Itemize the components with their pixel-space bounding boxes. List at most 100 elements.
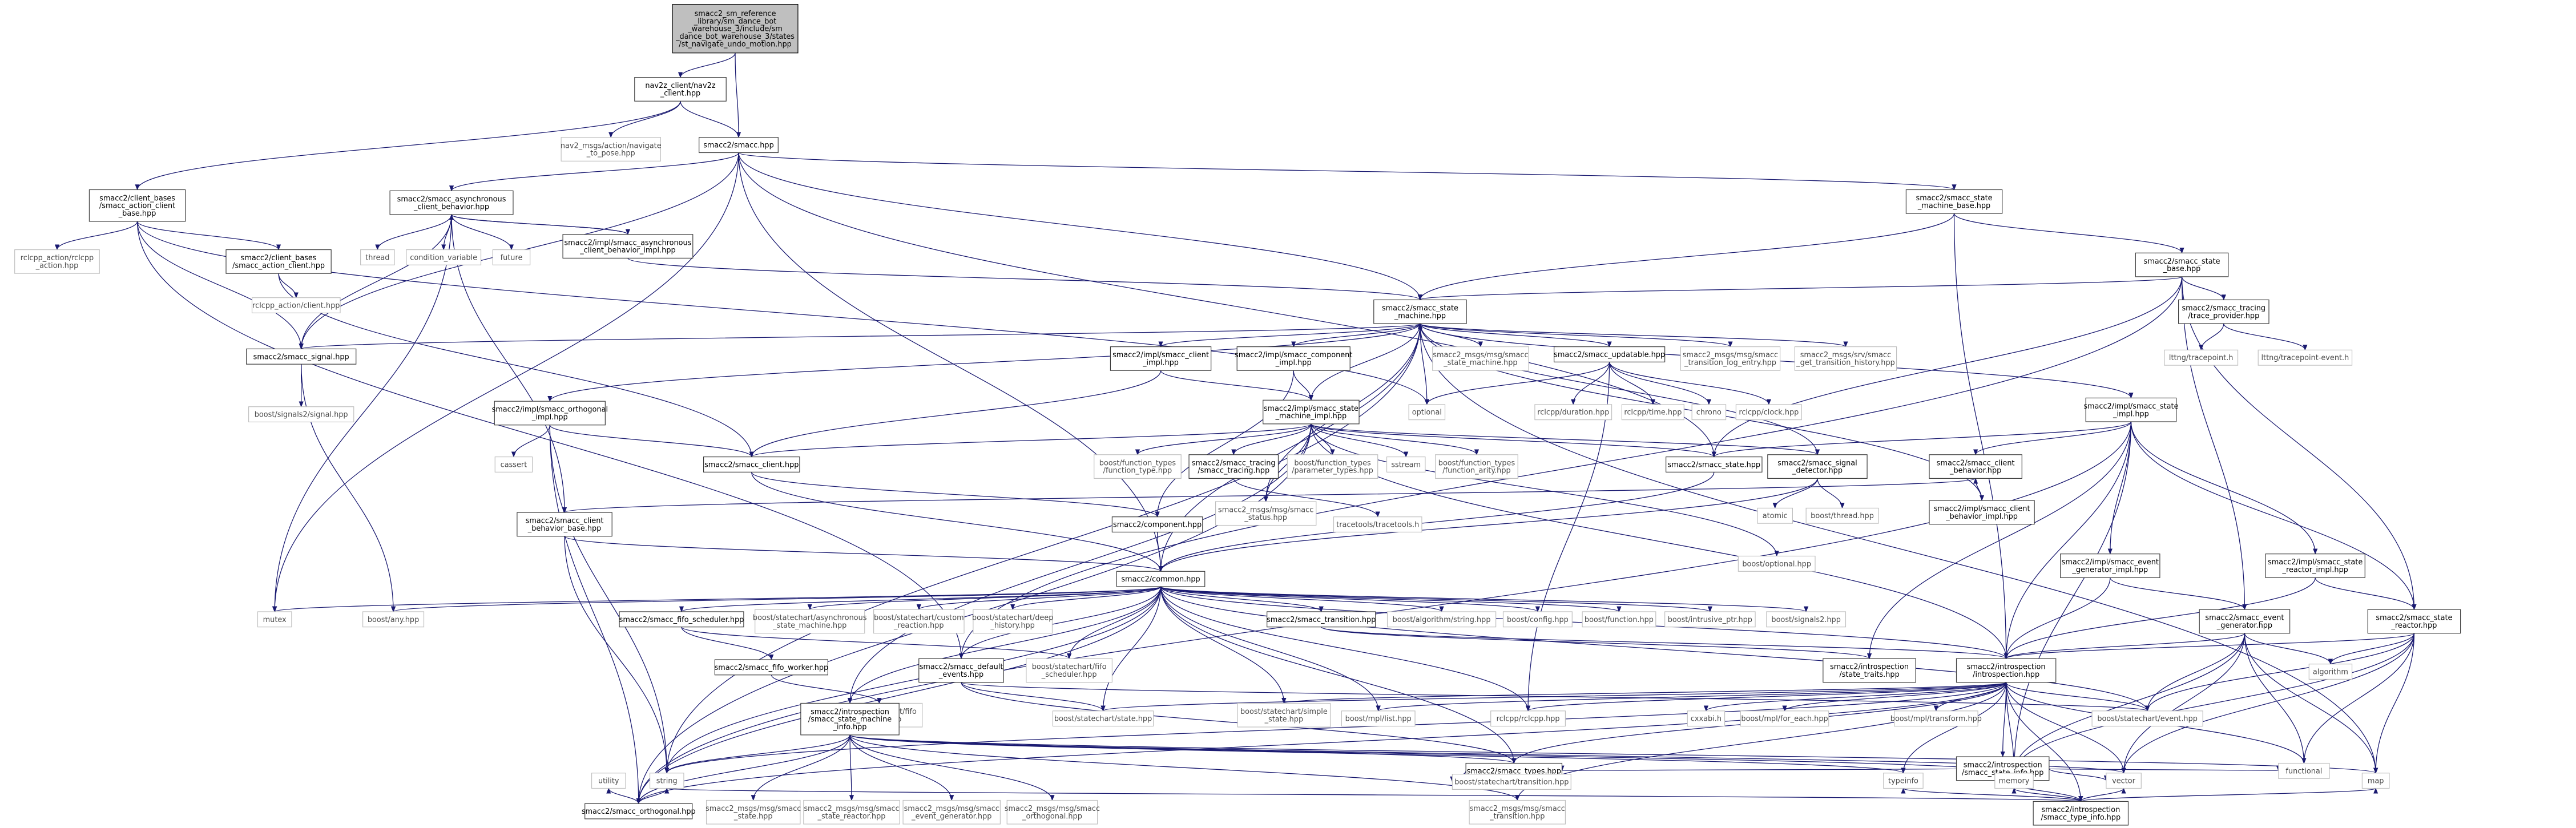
node-signal[interactable]: smacc2/smacc_signal.hpp (246, 348, 357, 365)
node-client-behavior[interactable]: smacc2/smacc_client_behavior.hpp (1929, 454, 2022, 479)
node-vector[interactable]: vector (2106, 773, 2142, 789)
node-introspection[interactable]: smacc2/introspection/introspection.hpp (1956, 658, 2057, 683)
node-updatable[interactable]: smacc2/smacc_updatable.hpp (1554, 346, 1666, 362)
node-sstream[interactable]: sstream (1386, 457, 1426, 472)
node-string[interactable]: string (649, 773, 684, 789)
node-boost-optional[interactable]: boost/optional.hpp (1738, 555, 1816, 572)
node-rclcpp[interactable]: rclcpp/rclcpp.hpp (1490, 710, 1566, 727)
node-async-cb-impl[interactable]: smacc2/impl/smacc_asynchronous_client_be… (562, 234, 694, 259)
node-msg-transition[interactable]: smacc2_msgs/msg/smacc_transition.hpp (1469, 799, 1566, 825)
node-signals2[interactable]: boost/signals2.hpp (1766, 611, 1847, 628)
node-async-cb[interactable]: smacc2/smacc_asynchronous_client_behavio… (389, 190, 514, 215)
node-component-hpp[interactable]: smacc2/component.hpp (1111, 516, 1203, 533)
node-orthogonal-impl[interactable]: smacc2/impl/smacc_orthogonal_impl.hpp (492, 401, 608, 426)
node-component-impl[interactable]: smacc2/impl/smacc_component_impl.hpp (1235, 346, 1352, 371)
node-intro-sm-info[interactable]: smacc2/introspection/smacc_state_machine… (800, 702, 900, 736)
node-nav2-client[interactable]: nav2z_client/nav2z_client.hpp (634, 77, 727, 102)
node-utility[interactable]: utility (591, 773, 626, 789)
node-signal-detector[interactable]: smacc2/smacc_signal_detector.hpp (1767, 454, 1868, 479)
node-thread[interactable]: thread (360, 249, 395, 265)
node-boost-any[interactable]: boost/any.hpp (362, 611, 425, 628)
node-msg-state[interactable]: smacc2_msgs/msg/smacc_state.hpp (706, 799, 801, 825)
node-optional[interactable]: optional (1408, 404, 1446, 421)
node-boost-function[interactable]: boost/function.hpp (1582, 611, 1656, 628)
node-transition-hpp[interactable]: smacc2/smacc_transition.hpp (1267, 611, 1376, 628)
node-msg-orthogonal[interactable]: smacc2_msgs/msg/smacc_orthogonal.hpp (1005, 799, 1100, 825)
node-algorithm[interactable]: algorithm (2308, 664, 2353, 680)
node-state-reactor[interactable]: smacc2/smacc_state_reactor.hpp (2367, 609, 2461, 634)
node-client-impl[interactable]: smacc2/impl/smacc_client_impl.hpp (1110, 346, 1212, 371)
node-mpl-list[interactable]: boost/mpl/list.hpp (1341, 710, 1416, 727)
node-state-machine[interactable]: smacc2/smacc_state_machine.hpp (1373, 299, 1467, 324)
node-sc-deep[interactable]: boost/statechart/deep_history.hpp (972, 609, 1053, 634)
node-boost-thread[interactable]: boost/thread.hpp (1805, 507, 1879, 524)
node-rclcpp-clock[interactable]: rclcpp/clock.hpp (1735, 404, 1802, 421)
node-msg-tle[interactable]: smacc2_msgs/msg/smacc_transition_log_ent… (1680, 346, 1781, 371)
node-condition-variable[interactable]: condition_variable (406, 249, 482, 265)
node-memory[interactable]: memory (1994, 773, 2034, 789)
node-rclcpp-action[interactable]: rclcpp_action/rclcpp_action.hpp (14, 249, 100, 274)
node-state-base[interactable]: smacc2/smacc_state_base.hpp (2135, 252, 2229, 277)
node-sc-event[interactable]: boost/statechart/event.hpp (2091, 710, 2203, 727)
node-typeinfo[interactable]: typeinfo (1883, 773, 1924, 789)
node-fifo-scheduler-hpp[interactable]: smacc2/smacc_fifo_scheduler.hpp (619, 611, 744, 628)
node-sc-fifo-sched[interactable]: boost/statechart/fifo_scheduler.hpp (1026, 658, 1112, 683)
node-functional[interactable]: functional (2278, 762, 2330, 779)
node-algo-string[interactable]: boost/algorithm/string.hpp (1386, 611, 1497, 628)
node-fn-arity[interactable]: boost/function_types/function_arity.hpp (1435, 454, 1518, 479)
node-boost-config[interactable]: boost/config.hpp (1502, 611, 1573, 628)
node-ev-gen-impl[interactable]: smacc2/impl/smacc_event_generator_impl.h… (2060, 554, 2160, 578)
node-msg-event-gen[interactable]: smacc2_msgs/msg/smacc_event_generator.hp… (902, 799, 1001, 825)
node-state-impl[interactable]: smacc2/impl/smacc_state_impl.hpp (2083, 397, 2179, 422)
node-boost-signals2-signal[interactable]: boost/signals2/signal.hpp (248, 406, 354, 423)
node-msg-status[interactable]: smacc2_msgs/msg/smacc_status.hpp (1215, 501, 1317, 526)
node-intro-state-traits[interactable]: smacc2/introspection/state_traits.hpp (1823, 658, 1916, 683)
node-tracing-tp[interactable]: smacc2/smacc_tracing/trace_provider.hpp (2178, 299, 2269, 324)
node-tracing-hpp[interactable]: smacc2/smacc_tracing/smacc_tracing.hpp (1188, 454, 1279, 479)
node-event-generator[interactable]: smacc2/smacc_event_generator.hpp (2199, 609, 2291, 634)
node-fn-param[interactable]: boost/function_types/parameter_types.hpp (1287, 454, 1378, 479)
node-rclcpp-action-client[interactable]: rclcpp_action/client.hpp (251, 297, 341, 313)
node-lttng-tpe[interactable]: lttng/tracepoint-event.h (2257, 349, 2353, 366)
node-tracetools[interactable]: tracetools/tracetools.h (1333, 516, 1422, 533)
node-cxxabi[interactable]: cxxabi.h (1687, 710, 1726, 727)
node-future[interactable]: future (492, 249, 531, 265)
node-fn-type[interactable]: boost/function_types/function_type.hpp (1094, 454, 1182, 479)
node-mpl-transform[interactable]: boost/mpl/transform.hpp (1890, 710, 1982, 727)
node-msg-state-reactor[interactable]: smacc2_msgs/msg/smacc_state_reactor.hpp (803, 799, 900, 825)
node-sc-state[interactable]: boost/statechart/state.hpp (1052, 710, 1154, 727)
node-mutex[interactable]: mutex (257, 611, 292, 628)
node-sr-impl[interactable]: smacc2/impl/smacc_state_reactor_impl.hpp (2265, 554, 2365, 578)
node-navigate-to-pose[interactable]: nav2_msgs/action/navigate_to_pose.hpp (561, 137, 662, 161)
node-rclcpp-duration[interactable]: rclcpp/duration.hpp (1534, 404, 1612, 421)
node-default-events[interactable]: smacc2/smacc_default_events.hpp (918, 658, 1004, 683)
node-rclcpp-time[interactable]: rclcpp/time.hpp (1621, 404, 1684, 421)
node-mpl-for-each[interactable]: boost/mpl/for_each.hpp (1740, 710, 1829, 727)
node-cb-action-client[interactable]: smacc2/client_bases/smacc_action_client.… (225, 249, 332, 274)
node-sm-base[interactable]: smacc2/smacc_state_machine_base.hpp (1905, 189, 2003, 214)
node-sc-async[interactable]: boost/statechart/asynchronous_state_mach… (753, 609, 867, 634)
node-sc-custom[interactable]: boost/statechart/custom_reaction.hpp (873, 609, 965, 634)
node-smacc-hpp[interactable]: smacc2/smacc.hpp (699, 137, 779, 154)
node-intrusive-ptr[interactable]: boost/intrusive_ptr.hpp (1664, 611, 1756, 628)
node-sm-impl[interactable]: smacc2/impl/smacc_state_machine_impl.hpp (1263, 399, 1360, 425)
node-orthogonal-hpp[interactable]: smacc2/smacc_orthogonal.hpp (582, 803, 696, 819)
node-cb-base[interactable]: smacc2/smacc_client_behavior_base.hpp (517, 512, 612, 537)
node-state-hpp[interactable]: smacc2/smacc_state.hpp (1666, 457, 1763, 472)
node-cb-action-client-base[interactable]: smacc2/client_bases/smacc_action_client_… (88, 189, 186, 222)
node-atomic[interactable]: atomic (1757, 507, 1793, 524)
node-cassert[interactable]: cassert (494, 457, 533, 472)
node-client-behavior-impl[interactable]: smacc2/impl/smacc_client_behavior_impl.h… (1929, 500, 2035, 525)
node-map[interactable]: map (2361, 773, 2390, 789)
node-root[interactable]: smacc2_sm_reference_library/sm_dance_bot… (672, 4, 799, 54)
node-common[interactable]: smacc2/common.hpp (1116, 571, 1206, 587)
node-sc-simple-state[interactable]: boost/statechart/simple_state.hpp (1237, 702, 1331, 728)
node-intro-state-info[interactable]: smacc2/introspection/smacc_state_info.hp… (1956, 756, 2050, 781)
node-sc-transition[interactable]: boost/statechart/transition.hpp (1452, 774, 1571, 790)
node-srv-gth[interactable]: smacc2_msgs/srv/smacc_get_transition_his… (1794, 346, 1897, 371)
node-intro-type-info[interactable]: smacc2/introspection/smacc_type_info.hpp (2033, 801, 2129, 826)
node-lttng-tp[interactable]: lttng/tracepoint.h (2164, 349, 2239, 366)
node-chrono[interactable]: chrono (1691, 404, 1727, 421)
node-smacc-client[interactable]: smacc2/smacc_client.hpp (703, 457, 800, 472)
node-msg-sm-hpp[interactable]: smacc2_msgs/msg/smacc_state_machine.hpp (1432, 346, 1529, 371)
